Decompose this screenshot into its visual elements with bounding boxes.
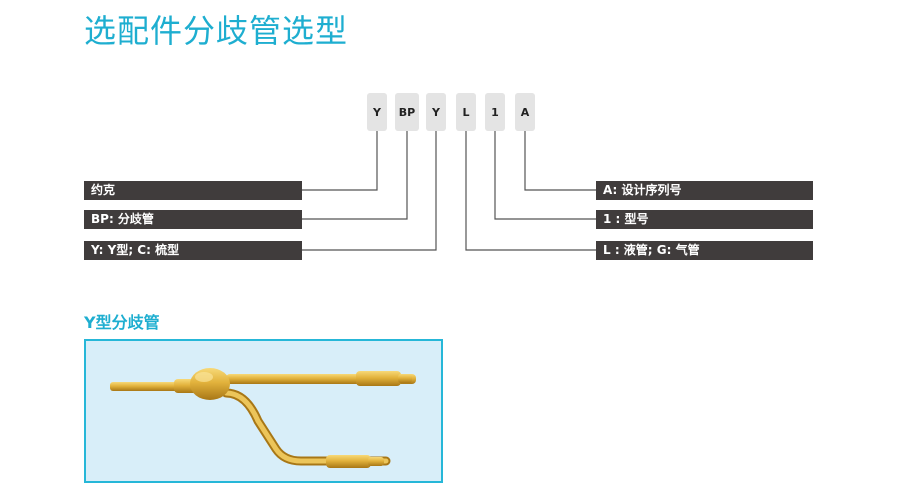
code-char-type: BP bbox=[395, 93, 419, 131]
label-branch-pipe: BP: 分歧管 bbox=[84, 210, 302, 229]
y-branch-pipe-illustration bbox=[110, 368, 416, 468]
code-char-shape: Y bbox=[426, 93, 446, 131]
code-char-model: 1 bbox=[485, 93, 505, 131]
connector-line-series bbox=[524, 131, 596, 191]
code-char-pipe: L bbox=[456, 93, 476, 131]
page-title: 选配件分歧管选型 bbox=[84, 12, 349, 50]
y-branch-pipe-image bbox=[84, 339, 443, 483]
label-shape-type: Y: Y型; C: 梳型 bbox=[84, 241, 302, 260]
label-design-series: A: 设计序列号 bbox=[596, 181, 813, 200]
connector-line-pipe bbox=[465, 131, 596, 251]
label-pipe-type: L : 液管; G: 气管 bbox=[596, 241, 813, 260]
label-model: 1 : 型号 bbox=[596, 210, 813, 229]
connector-line-type bbox=[302, 131, 408, 220]
connector-line-brand bbox=[302, 131, 378, 191]
label-brand: 约克 bbox=[84, 181, 302, 200]
connector-line-model bbox=[494, 131, 596, 220]
section-title: Y型分歧管 bbox=[84, 313, 160, 332]
code-char-series: A bbox=[515, 93, 535, 131]
connector-line-shape bbox=[302, 131, 437, 251]
code-char-brand: Y bbox=[367, 93, 387, 131]
